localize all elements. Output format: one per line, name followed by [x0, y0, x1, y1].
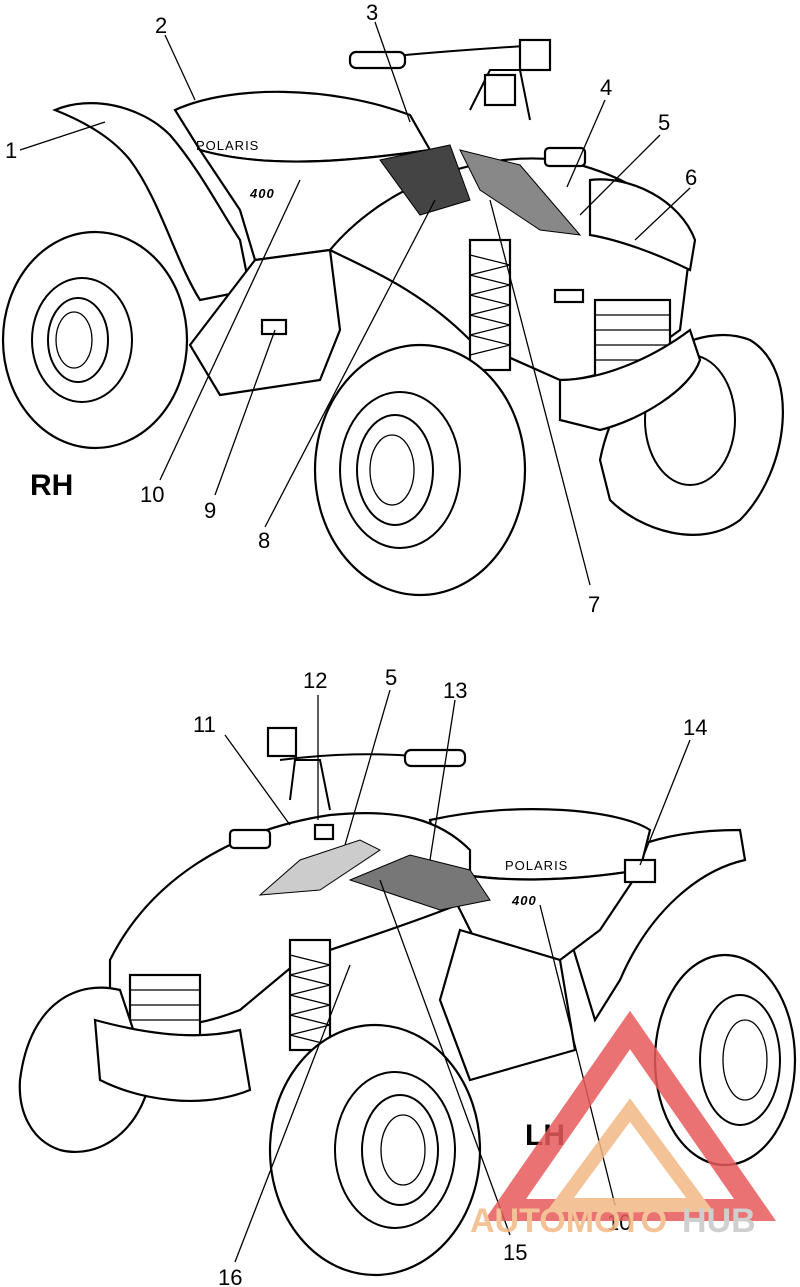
- callout-12: 12: [303, 668, 327, 693]
- engine-lh: [438, 928, 577, 1082]
- callout-10: 10: [140, 482, 164, 507]
- callout-7: 7: [588, 592, 600, 617]
- callout-1: 1: [5, 138, 17, 163]
- callout-6: 6: [685, 165, 697, 190]
- callout-3: 3: [366, 0, 378, 25]
- front-wheel-rh: [313, 343, 527, 597]
- front-bumper-rh: [558, 328, 702, 432]
- front-bumper-lh: [93, 1018, 252, 1103]
- callout-leaders-top: [19, 21, 691, 586]
- model-decal-text-rh: 400: [249, 186, 275, 201]
- callouts-bottom: 5 10 11 12 13 14 15 16: [193, 665, 707, 1287]
- handlebar-lh: [266, 726, 467, 811]
- callout-13: 13: [443, 678, 467, 703]
- callout-5-lh: 5: [385, 665, 397, 690]
- model-decal-rh: 400: [249, 186, 275, 201]
- callout-5: 5: [658, 110, 670, 135]
- front-shock-rh: [468, 238, 512, 372]
- instrument-label-lh: [313, 823, 335, 841]
- side-label-rh-text: RH: [30, 469, 73, 502]
- brand-decal-text-lh: POLARIS: [505, 858, 568, 873]
- callout-2: 2: [155, 13, 167, 38]
- callout-leaders-bottom: [224, 689, 691, 1263]
- callout-14: 14: [683, 715, 707, 740]
- callout-4: 4: [600, 75, 612, 100]
- front-shock-lh: [288, 938, 332, 1052]
- front-wheel-lh: [268, 1023, 482, 1277]
- sport-decal-rh: [379, 144, 582, 236]
- rear-fender-rh: [52, 102, 252, 302]
- rear-wheel-rh: [1, 230, 189, 450]
- front-fender-cap-rh: [588, 178, 697, 272]
- watermark-text-part2: HUB: [682, 1202, 756, 1240]
- side-label-rh: [553, 288, 585, 304]
- atv-right-view: POLARIS 400: [1, 38, 784, 597]
- headlight-pod-lh: [228, 828, 272, 850]
- watermark-logo: AUTOMOTO HUB: [470, 1010, 777, 1240]
- handlebar-rh: [348, 38, 552, 121]
- callout-8: 8: [258, 528, 270, 553]
- sport-decal-lh: [258, 839, 491, 911]
- model-decal-text-lh: 400: [511, 893, 537, 908]
- callout-16: 16: [218, 1265, 242, 1287]
- fender-label-lh: [623, 858, 657, 884]
- brand-decal-text-rh: POLARIS: [196, 138, 259, 153]
- watermark-text-part1: AUTOMOTO: [470, 1202, 667, 1240]
- callout-11: 11: [193, 712, 216, 737]
- callouts-top: 1 2 3 4 5 6 7 8 9 10: [5, 0, 697, 617]
- atv-left-view: POLARIS 400: [18, 726, 797, 1277]
- callout-15: 15: [503, 1240, 527, 1265]
- rear-wheel-lh: [653, 953, 797, 1167]
- front-fender-lh: [108, 812, 472, 1028]
- headlight-pod-rh: [543, 146, 587, 168]
- callout-9: 9: [204, 498, 216, 523]
- polaris-decal-rh: POLARIS: [196, 138, 259, 153]
